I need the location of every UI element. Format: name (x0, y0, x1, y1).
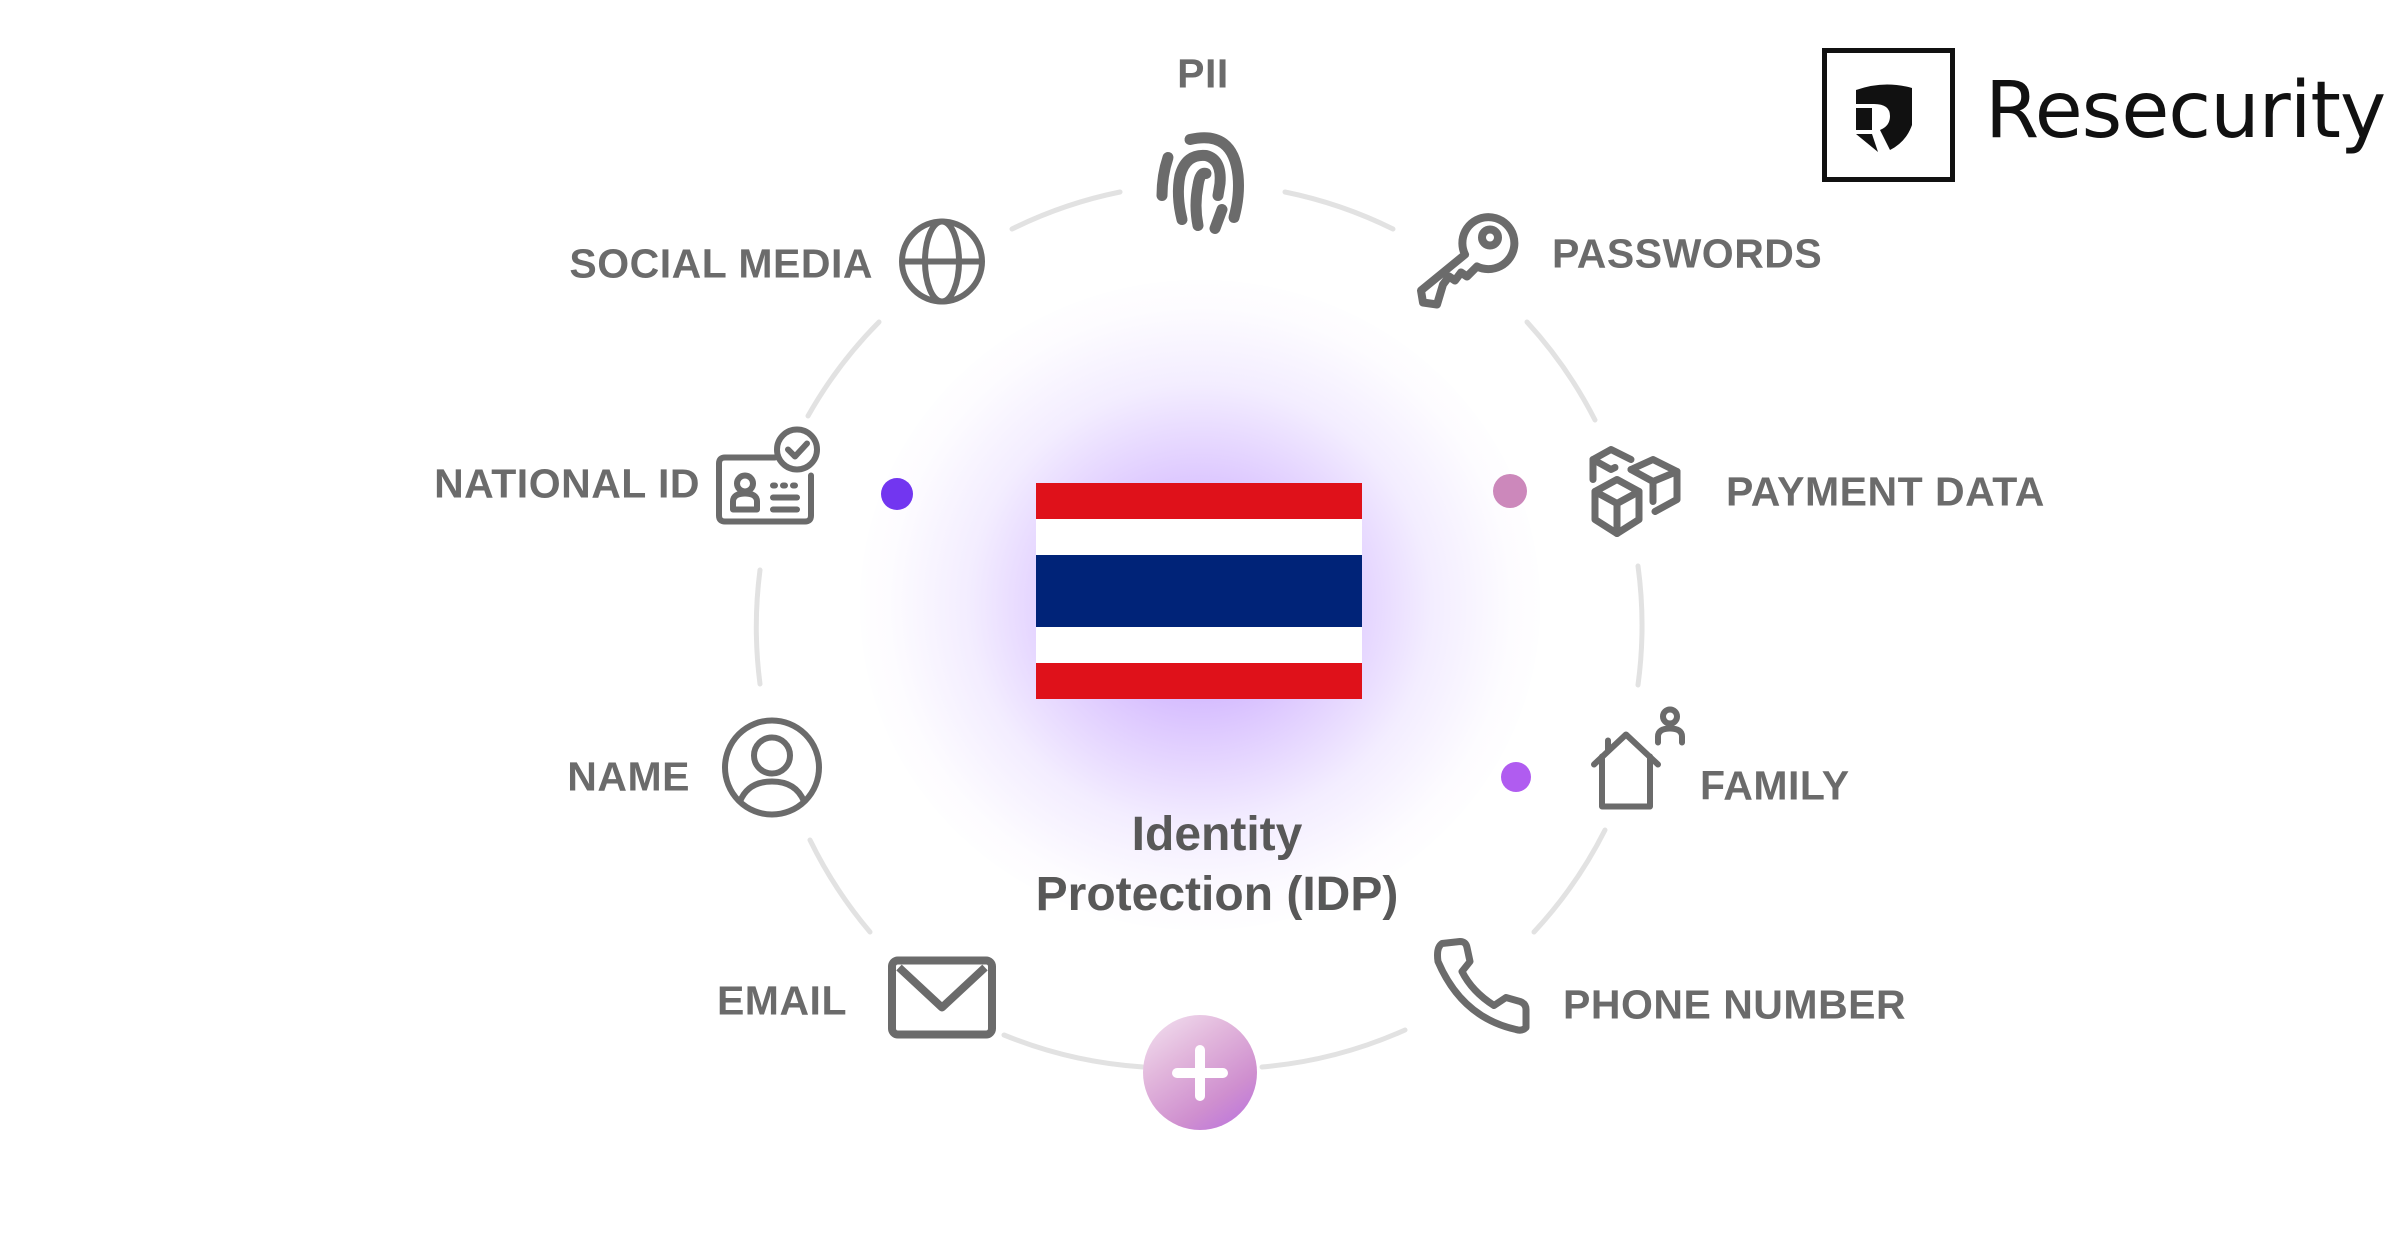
node-label-social-media: SOCIAL MEDIA (569, 240, 873, 287)
user-circle-icon (720, 716, 824, 825)
center-title-line2: Protection (IDP) (1035, 868, 1399, 921)
accent-dot-violet (881, 478, 913, 510)
node-label-family: FAMILY (1700, 762, 1850, 809)
center-title: Identity Protection (IDP) (1036, 805, 1399, 925)
node-label-email: EMAIL (716, 977, 847, 1024)
svg-text:R: R (1844, 70, 1845, 71)
plus-icon-vertical (1195, 1044, 1205, 1101)
flag-stripe-white (1036, 627, 1362, 663)
resecurity-logo-mark: R (1822, 48, 1955, 182)
node-label-payment-data: PAYMENT DATA (1726, 468, 2045, 515)
house-person-icon (1590, 703, 1690, 818)
node-label-phone-number: PHONE NUMBER (1563, 981, 1907, 1028)
flag-stripe-blue (1036, 555, 1362, 627)
accent-dot-pink (1493, 474, 1527, 508)
id-card-check-icon (715, 424, 825, 533)
envelope-icon (887, 956, 997, 1045)
flag-stripe-red (1036, 483, 1362, 519)
accent-dot-purple (1501, 762, 1531, 792)
key-icon (1415, 205, 1525, 320)
add-node-button[interactable] (1143, 1015, 1257, 1130)
flag-stripe-red (1036, 663, 1362, 699)
globe-icon (897, 217, 987, 312)
node-label-pii: PII (1177, 50, 1229, 97)
flag-stripe-white (1036, 519, 1362, 555)
thailand-flag (1036, 483, 1362, 699)
fingerprint-icon (1148, 126, 1258, 241)
center-title-line1: Identity (1131, 808, 1303, 861)
brand-name: Resecurity (1985, 66, 2386, 156)
r-shield-icon: R (1844, 70, 1912, 152)
boxes-icon (1585, 442, 1695, 547)
phone-icon (1432, 936, 1532, 1041)
node-label-national-id: NATIONAL ID (434, 460, 700, 507)
node-label-name: NAME (567, 753, 690, 800)
node-label-passwords: PASSWORDS (1552, 230, 1823, 277)
